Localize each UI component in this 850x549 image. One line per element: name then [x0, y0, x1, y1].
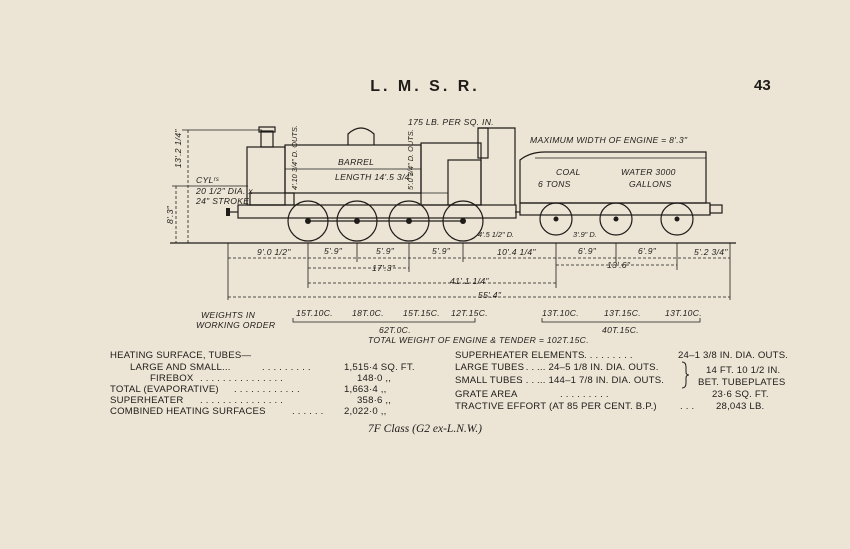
- tube-length-label: BET. TUBEPLATES: [698, 377, 786, 388]
- spec-left-2-dots: . . . . . . . . . . . . . . .: [200, 373, 284, 384]
- spec-left-2-value: 148·0 ,,: [357, 373, 392, 384]
- total-weight-label: TOTAL WEIGHT OF ENGINE & TENDER = 102T.1…: [368, 335, 589, 345]
- weight-brackets: [292, 318, 701, 323]
- axle-weight: 13T.10C.: [665, 308, 702, 318]
- spec-right-4-value: 28,043 LB.: [716, 401, 765, 412]
- pressure-label: 175 LB. PER SQ. IN.: [408, 117, 494, 127]
- spec-right-2-label: SMALL TUBES: [455, 375, 523, 386]
- spec-right-4-label: TRACTIVE EFFORT (AT 85 PER CENT. B.P.): [455, 401, 657, 412]
- max-width-label: MAXIMUM WIDTH OF ENGINE = 8'.3": [530, 135, 688, 145]
- dim-13-label: 13'.6": [607, 260, 631, 270]
- tender-wheel-dia-label: 3'.9" D.: [573, 230, 597, 239]
- spec-left-5-dots: . . . . . .: [292, 406, 324, 417]
- spec-left-5-label: COMBINED HEATING SURFACES: [110, 406, 266, 417]
- tube-length-value: 14 FT. 10 1/2 IN.: [706, 365, 781, 376]
- barrel-label: BARREL: [338, 157, 374, 167]
- axle-weight: 15T.10C.: [296, 308, 333, 318]
- height-low-label: 8'.3": [165, 205, 175, 224]
- spec-right-0-label: SUPERHEATER ELEMENTS: [455, 350, 585, 361]
- spec-left-1-dots: . . . . . . . . .: [262, 362, 311, 373]
- spec-right-1-label: LARGE TUBES: [455, 362, 525, 373]
- spec-left-1-value: 1,515·4 SQ. FT.: [344, 362, 415, 373]
- spec-left-0-label: HEATING SURFACE, TUBES—: [110, 350, 252, 361]
- engine-wheel-dia-label: 4'.5 1/2" D.: [478, 230, 514, 239]
- spec-left-2-label: FIREBOX: [150, 373, 194, 384]
- spec-right-3-dots: . . . . . . . . .: [560, 389, 609, 400]
- tender-total-weight: 40T.15C.: [602, 325, 639, 335]
- dim-label: 5'.2 3/4": [694, 247, 728, 257]
- spec-left-4-label: SUPERHEATER: [110, 395, 184, 406]
- spec-left-5-value: 2,022·0 ,,: [344, 406, 387, 417]
- cylinders-label-3: 24" STROKE: [195, 196, 249, 206]
- axle-weight: 12T.15C.: [451, 308, 488, 318]
- page-number: 43: [754, 77, 771, 94]
- dim-label: 5'.9": [376, 246, 395, 256]
- dim-55-label: 55'.4": [478, 290, 502, 300]
- axle-weight: 13T.15C.: [604, 308, 641, 318]
- axle-weight: 18T.0C.: [352, 308, 384, 318]
- cylinders-label-2: 20 1/2" DIA. x: [195, 186, 253, 196]
- engine-total-weight: 62T.0C.: [379, 325, 411, 335]
- dim-label: 9'.0 1/2": [257, 247, 291, 257]
- spec-left-4-dots: . . . . . . . . . . . . . . .: [200, 395, 284, 406]
- boiler-dia-front-label: 4'.10 3/4" D. OUTS.: [290, 125, 299, 190]
- gallons-label: GALLONS: [629, 179, 672, 189]
- coal-label: COAL: [556, 167, 581, 177]
- weights-label-2: WORKING ORDER: [196, 320, 275, 330]
- spec-left-3-value: 1,663·4 ,,: [344, 384, 387, 395]
- weights-label-1: WEIGHTS IN: [201, 310, 256, 320]
- height-top-label: 13'.2 1/4": [173, 129, 183, 168]
- spec-right-3-value: 23·6 SQ. FT.: [712, 389, 769, 400]
- spec-right-1-dots: . . .: [520, 362, 535, 373]
- class-caption: 7F Class (G2 ex-L.N.W.): [368, 423, 482, 435]
- spec-right-1-value: ... 24–5 1/8 IN. DIA. OUTS.: [537, 362, 659, 373]
- dim-17-label: 17'.3": [372, 263, 396, 273]
- barrel-length-label: LENGTH 14'.5 3/4": [335, 172, 414, 182]
- dimension-lines: [227, 243, 731, 300]
- dim-label: 10'.4 1/4": [497, 247, 536, 257]
- cylinders-label-1: CYLʳˢ: [196, 175, 219, 185]
- engine-wheels: [287, 200, 484, 242]
- dim-41-label: 41'.1 1/4": [450, 276, 489, 286]
- spec-left-1-label: LARGE AND SMALL...: [130, 362, 231, 373]
- spec-left-3-dots: . . . . . . . . . . . .: [234, 384, 300, 395]
- spec-left-4-value: 358·6 ,,: [357, 395, 392, 406]
- tube-brace: [681, 361, 690, 389]
- spec-right-0-dots: . . . . . . . . .: [584, 350, 633, 361]
- coal-tons-label: 6 TONS: [538, 179, 571, 189]
- dim-label: 6'.9": [638, 246, 657, 256]
- spec-right-4-dots: . . .: [680, 401, 695, 412]
- dim-label: 5'.9": [432, 246, 451, 256]
- axle-weight: 13T.10C.: [542, 308, 579, 318]
- dim-label: 5'.9": [324, 246, 343, 256]
- tender-wheels: [539, 202, 694, 236]
- spec-left-3-label: TOTAL (EVAPORATIVE): [110, 384, 219, 395]
- spec-right-3-label: GRATE AREA: [455, 389, 518, 400]
- railway-title: L. M. S. R.: [370, 78, 480, 95]
- axle-weight: 15T.15C.: [403, 308, 440, 318]
- spec-right-0-value: 24–1 3/8 IN. DIA. OUTS.: [678, 350, 789, 361]
- spec-right-2-dots: . . .: [520, 375, 535, 386]
- spec-right-2-value: ... 144–1 7/8 IN. DIA. OUTS.: [537, 375, 665, 386]
- dim-label: 6'.9": [578, 246, 597, 256]
- boiler-dia-rear-label: 5'.0 3/4" D. OUTS.: [406, 129, 415, 190]
- water-label: WATER 3000: [621, 167, 676, 177]
